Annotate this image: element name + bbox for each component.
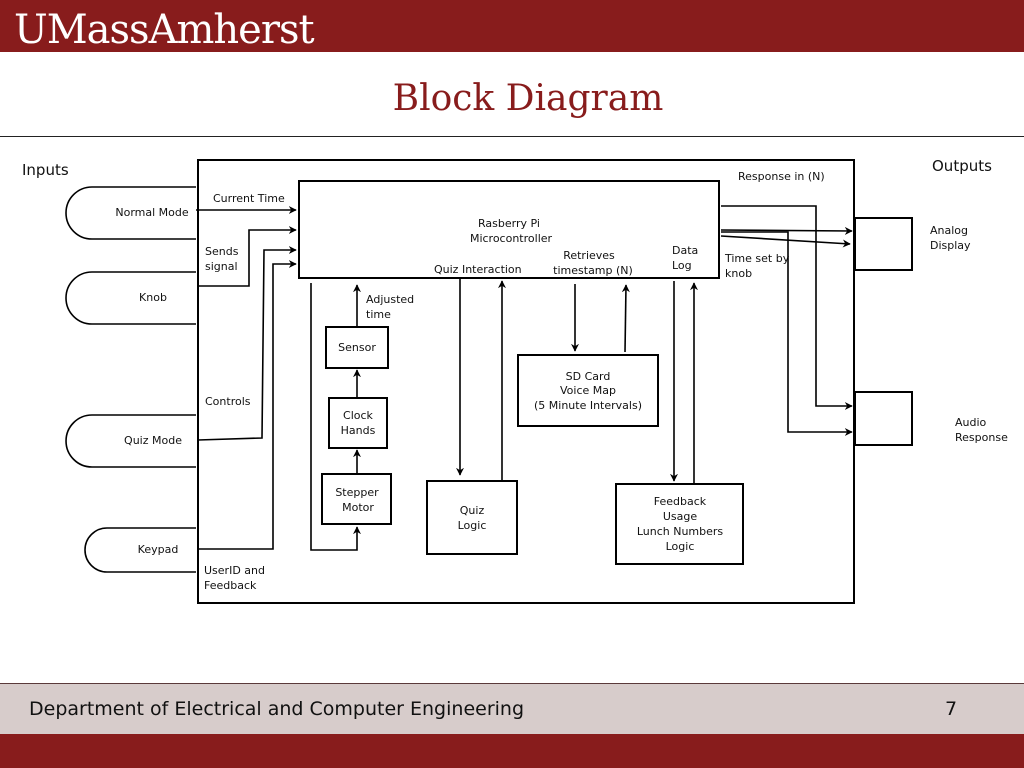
clock-hands-block	[328, 397, 388, 449]
timestamp-response-arrow	[621, 284, 630, 353]
feedback-logic-label-line2: Usage	[663, 510, 698, 523]
feedback-logic-label-line4: Logic	[666, 540, 695, 553]
retrieves-timestamp-label-line2: timestamp (N)	[553, 264, 633, 277]
normal-mode-terminal	[65, 186, 196, 240]
quiz-mode-terminal	[65, 414, 196, 468]
title-divider	[0, 136, 1024, 137]
quiz-logic-label-line1: Quiz	[460, 504, 485, 517]
adjusted-time-label-line1: Adjusted	[366, 293, 414, 306]
response-to-audio-arrow	[721, 205, 853, 410]
sd-card-label-line3: (5 Minute Intervals)	[534, 399, 642, 412]
department-name: Department of Electrical and Computer En…	[29, 698, 525, 720]
sd-card-label-line2: Voice Map	[560, 384, 616, 397]
controls-label: Controls	[205, 395, 251, 408]
keypad-input-arrow	[198, 260, 297, 550]
keypad-label: Keypad	[138, 543, 179, 556]
umass-amherst-logo: UMassAmherst	[14, 7, 315, 53]
adjusted-time-label-line2: time	[366, 308, 391, 321]
userid-feedback-label-line1: UserID and	[204, 564, 265, 577]
motor-drive-arrow	[310, 283, 361, 551]
outputs-heading: Outputs	[932, 157, 992, 175]
feedback-logic-label-line3: Lunch Numbers	[637, 525, 724, 538]
quiz-logic-block	[426, 480, 518, 555]
analog-display-arrow-bottom	[720, 235, 851, 248]
knob-terminal	[65, 271, 196, 325]
normal-mode-label: Normal Mode	[115, 206, 188, 219]
audio-response-label-line1: Audio	[955, 416, 987, 429]
sends-signal-label-line2: signal	[205, 260, 238, 273]
time-set-by-knob-label-line1: Time set by	[724, 252, 790, 265]
current-time-label: Current Time	[213, 192, 285, 205]
analog-display-label-line2: Display	[930, 239, 971, 252]
sensor-label: Sensor	[338, 341, 376, 354]
retrieves-timestamp-label-line1: Retrieves	[563, 249, 615, 262]
feedback-logic-label-line1: Feedback	[654, 495, 707, 508]
inputs-heading: Inputs	[22, 161, 69, 179]
userid-feedback-label-line2: Feedback	[204, 579, 257, 592]
response-in-label: Response in (N)	[738, 170, 825, 183]
audio-response-label-line2: Response	[955, 431, 1008, 444]
time-set-by-knob-label-line2: knob	[725, 267, 752, 280]
microcontroller-label-line2: Microcontroller	[470, 232, 553, 245]
microcontroller-block	[298, 180, 720, 279]
knob-signal-arrow	[198, 226, 297, 287]
footer-band	[0, 683, 1024, 734]
analog-display-block	[854, 217, 913, 271]
data-log-label-line2: Log	[672, 259, 692, 272]
data-log-label-line1: Data	[672, 244, 698, 257]
knob-time-to-audio-arrow	[721, 231, 853, 436]
quiz-mode-control-arrow	[197, 246, 297, 441]
knob-label: Knob	[139, 291, 167, 304]
quiz-mode-label: Quiz Mode	[124, 434, 182, 447]
system-boundary	[197, 159, 855, 604]
audio-response-block	[854, 391, 913, 446]
keypad-terminal	[84, 527, 196, 573]
sd-card-label-line1: SD Card	[566, 370, 611, 383]
quiz-logic-label-line2: Logic	[458, 519, 487, 532]
sends-signal-label-line1: Sends	[205, 245, 239, 258]
analog-display-arrow-top	[720, 226, 853, 235]
stepper-motor-label-line1: Stepper	[335, 486, 379, 499]
microcontroller-label-line1: Rasberry Pi	[478, 217, 540, 230]
slide-title: Block Diagram	[392, 78, 664, 119]
feedback-logic-block	[615, 483, 744, 565]
sensor-block	[325, 326, 389, 369]
stepper-motor-label-line2: Motor	[342, 501, 374, 514]
page-number: 7	[945, 698, 958, 720]
top-banner: UMassAmherst	[0, 0, 1024, 52]
quiz-interaction-label: Quiz Interaction	[434, 263, 522, 276]
clock-hands-label-line2: Hands	[341, 424, 376, 437]
analog-display-label-line1: Analog	[930, 224, 968, 237]
clock-hands-label-line1: Clock	[343, 409, 374, 422]
bottom-banner	[0, 734, 1024, 768]
stepper-motor-block	[321, 473, 392, 525]
sd-card-block	[517, 354, 659, 427]
